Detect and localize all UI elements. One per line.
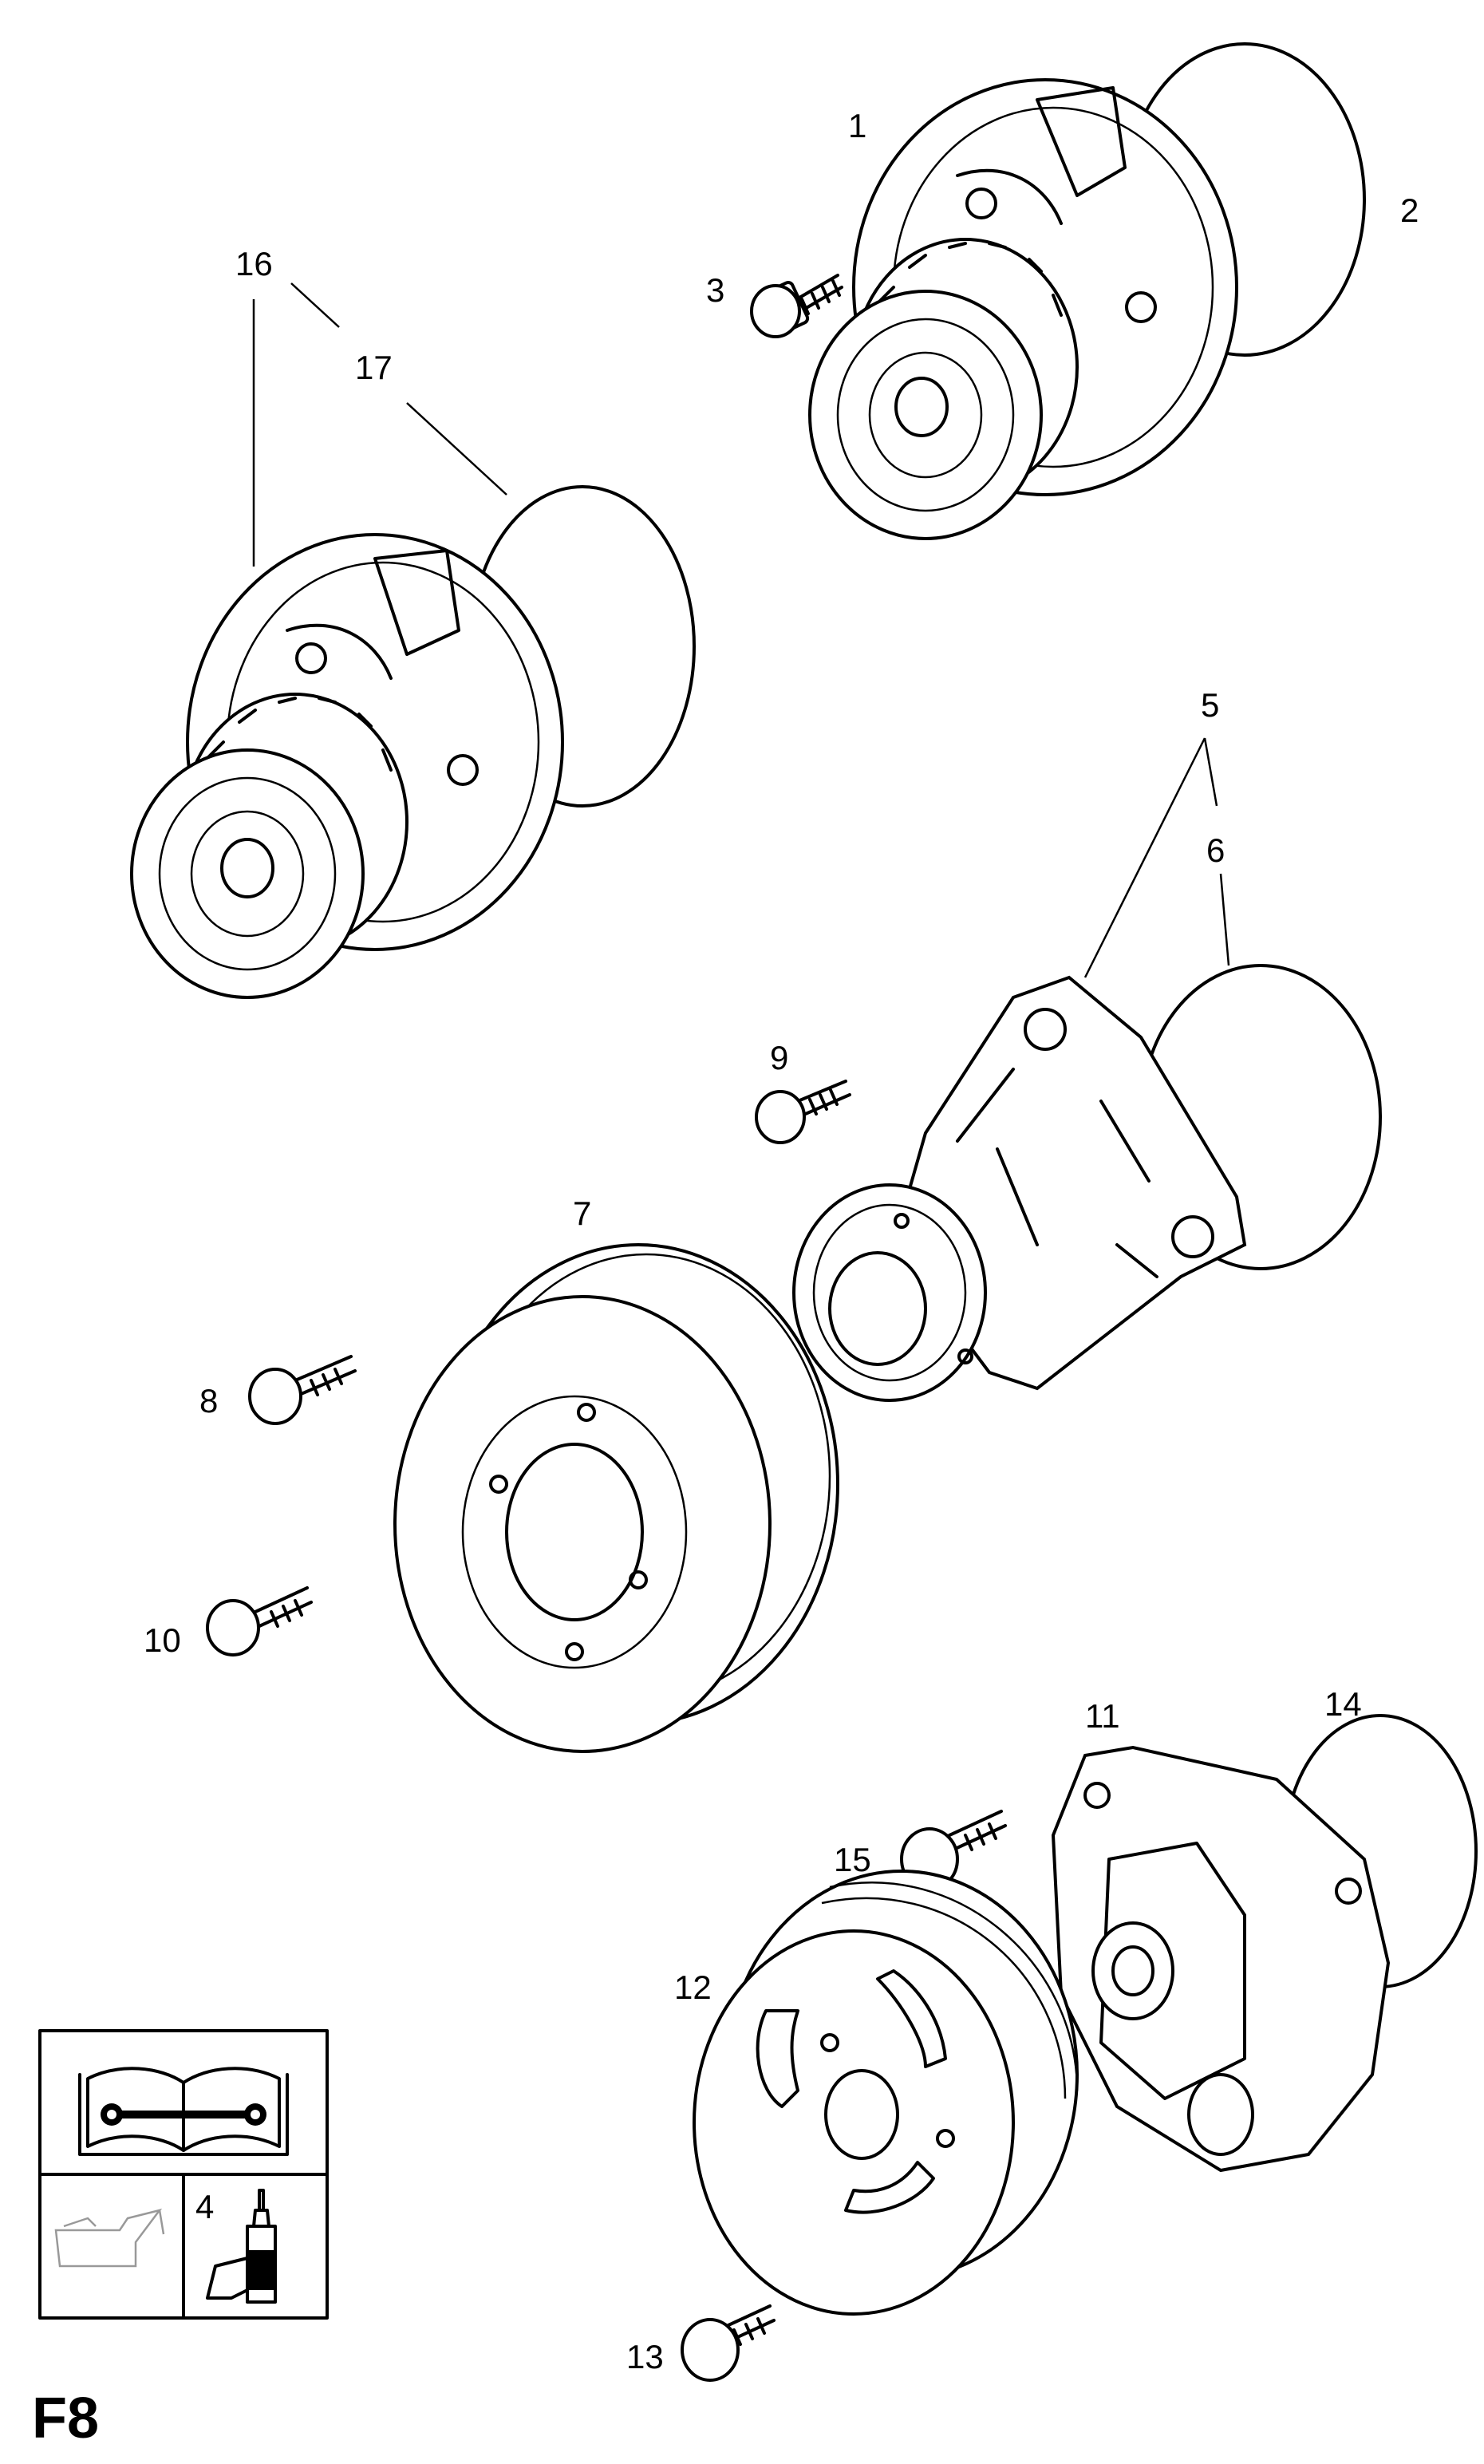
callout-6: 6 xyxy=(1206,831,1225,869)
callout-1: 1 xyxy=(848,107,866,144)
part-16-water-pump xyxy=(130,533,564,999)
callout-13: 13 xyxy=(626,2338,664,2375)
callout-7: 7 xyxy=(573,1194,591,1232)
callout-9: 9 xyxy=(770,1039,788,1076)
part-11-water-pump xyxy=(1051,1745,1391,2173)
callout-11: 11 xyxy=(1085,1697,1120,1735)
callout-14: 14 xyxy=(1324,1685,1362,1723)
part-9-bolt xyxy=(755,1080,851,1144)
callout-5: 5 xyxy=(1201,686,1219,724)
part-10-bolt xyxy=(206,1586,313,1656)
leader-lines xyxy=(252,282,1230,978)
figure-label: F8 xyxy=(32,2387,99,2450)
part-5-water-pump-housing xyxy=(792,975,1247,1402)
callout-12: 12 xyxy=(674,1968,712,2006)
part-8-bolt xyxy=(248,1355,357,1425)
callout-17: 17 xyxy=(355,349,393,386)
callout-3: 3 xyxy=(706,271,724,309)
callout-10: 10 xyxy=(144,1621,181,1659)
legend-box xyxy=(38,2029,329,2320)
oil-can-icon xyxy=(54,2208,165,2268)
callout-labels: 1 2 3 4 5 6 7 8 9 10 11 12 13 14 15 16 1… xyxy=(144,107,1419,2375)
callout-16: 16 xyxy=(235,245,273,282)
callout-8: 8 xyxy=(199,1382,218,1420)
part-7-pulley xyxy=(393,1243,839,1753)
callout-15: 15 xyxy=(834,1841,871,1878)
part-12-pulley xyxy=(693,1870,1079,2316)
part-3-bolt xyxy=(750,274,843,338)
sealant-bottle-icon xyxy=(206,2189,277,2304)
part-13-bolt xyxy=(681,2304,776,2382)
callout-4: 4 xyxy=(195,2188,214,2225)
part-1-water-pump xyxy=(808,78,1238,540)
manual-book-wrench-icon xyxy=(78,2067,289,2156)
callout-2: 2 xyxy=(1400,192,1419,229)
